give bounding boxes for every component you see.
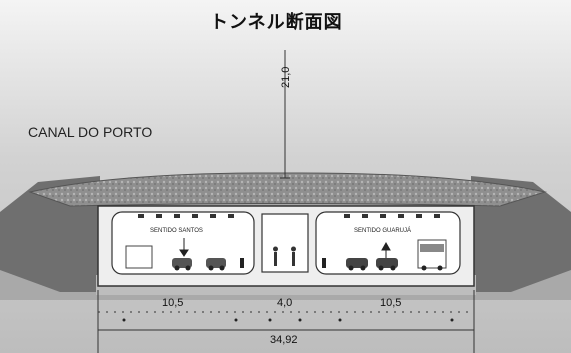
canal-label: CANAL DO PORTO [28, 124, 153, 140]
middle-width-label: 4,0 [277, 297, 293, 309]
left-bore-label: SENTIDO SANTOS [150, 228, 203, 234]
right-car-icon [346, 258, 368, 271]
right-lamp-post [322, 258, 326, 268]
left-direction-arrow [179, 238, 189, 257]
left-car-icon-2 [206, 258, 226, 271]
left-bus-icon [125, 245, 153, 269]
right-car-icon-2 [376, 258, 398, 271]
right-truck-icon [417, 239, 447, 271]
left-ceiling-fans [138, 214, 234, 218]
right-ceiling-fans [344, 214, 440, 218]
rock-cover-band [28, 172, 547, 207]
width-dimension-lines [97, 290, 475, 353]
depth-dimension-label: 21,0 [280, 66, 292, 88]
left-car-icon [172, 258, 192, 271]
total-width-label: 34,92 [270, 334, 298, 346]
right-bore-label: SENTIDO GUARUJÁ [354, 228, 412, 234]
pedestrian-icons [273, 246, 296, 266]
left-lamp-post [240, 258, 244, 268]
diagram-title: トンネル断面図 [210, 12, 343, 32]
middle-gallery [261, 213, 309, 273]
left-width-label: 10,5 [162, 297, 184, 309]
dimension-ticks [122, 318, 454, 322]
right-width-label: 10,5 [380, 297, 402, 309]
